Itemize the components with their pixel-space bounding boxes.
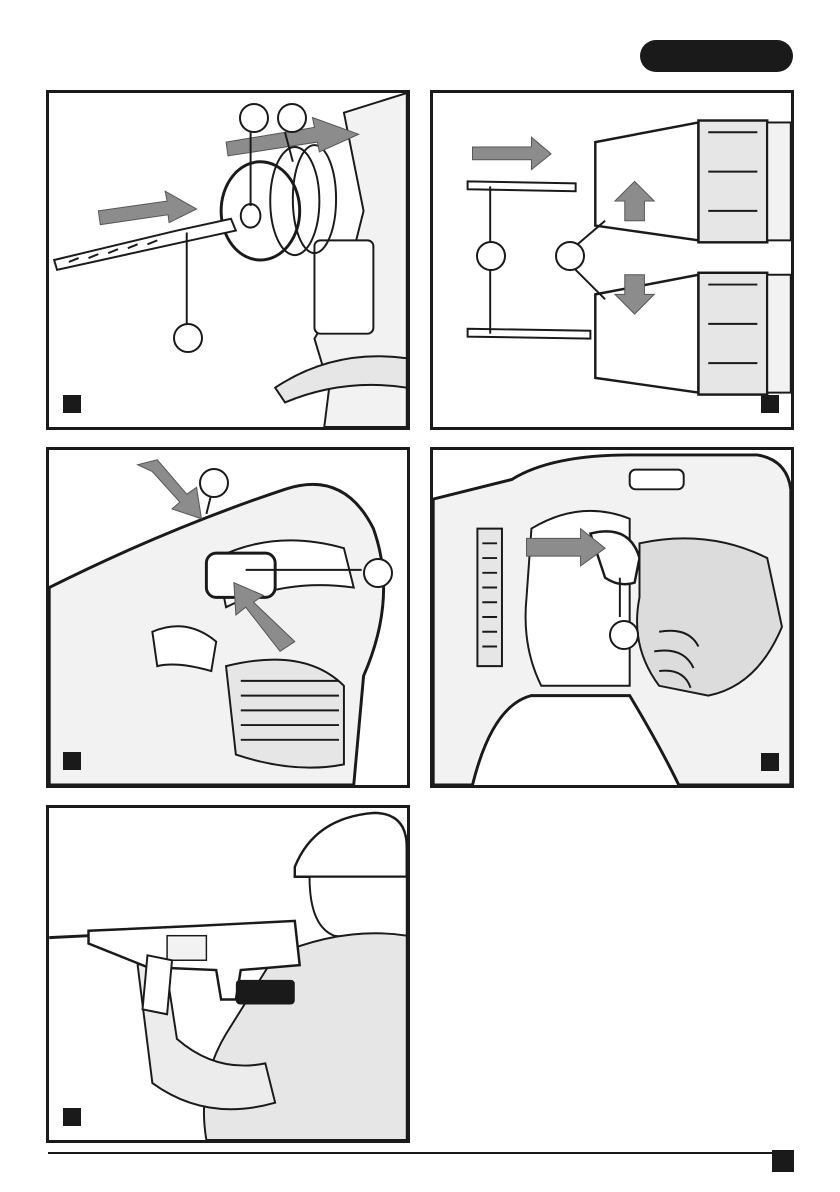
callout-2 (277, 103, 307, 133)
figure-label (761, 395, 779, 413)
page-number (772, 1150, 794, 1172)
callout-1 (199, 468, 229, 498)
figure-label (761, 753, 779, 771)
callout-2 (555, 241, 585, 271)
figure-operator (46, 805, 410, 1143)
figure-chuck-tightening (430, 90, 794, 430)
footer-rule (48, 1152, 793, 1154)
figure-mode-selector (46, 447, 410, 788)
mode-selector-illustration (49, 450, 407, 785)
figure-label (63, 395, 81, 413)
language-badge (640, 40, 793, 72)
bit-insertion-illustration (49, 93, 407, 427)
callout-2 (363, 558, 393, 588)
figure-label (63, 752, 81, 770)
figure-label (63, 1108, 81, 1126)
figure-trigger-switch (430, 447, 794, 788)
trigger-switch-illustration (433, 450, 791, 785)
figure-bit-insertion (46, 90, 410, 430)
callout-1 (609, 620, 639, 650)
callout-3 (173, 323, 203, 353)
callout-1 (239, 103, 269, 133)
callout-1 (476, 241, 506, 271)
operator-illustration (49, 808, 407, 1140)
